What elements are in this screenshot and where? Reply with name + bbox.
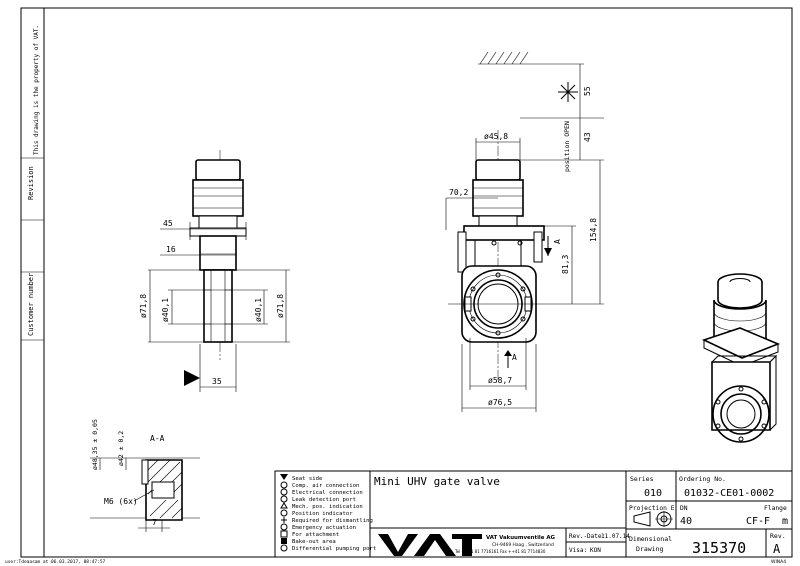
attachment-icon [280, 530, 288, 538]
projection-symbol-icon [633, 511, 673, 527]
section-arrow-bottom-icon [504, 350, 512, 356]
dim-7: 7 [152, 518, 157, 527]
vat-logo [378, 534, 482, 556]
leak-detection-icon [280, 495, 288, 503]
dim-71-8-left: ø71,8 [139, 294, 148, 318]
dismantling-icon [281, 517, 287, 523]
seat-side-icon [280, 474, 288, 480]
legend-item-4: Mech. pos. indication [292, 504, 363, 510]
dim-71-8-right: ø71,8 [276, 294, 285, 318]
side-view [189, 150, 247, 360]
dim-70-2: 70,2 [449, 188, 468, 197]
legend-item-3: Leak detection port [292, 497, 356, 503]
dim-40-1-left: ø40,1 [161, 298, 170, 322]
bake-out-icon [281, 538, 287, 544]
legend-item-0: Seat side [292, 476, 323, 482]
company-name: VAT Vakuumventile AG [486, 535, 555, 541]
legend-item-1: Comp. air connection [292, 483, 359, 489]
format-code: WINA4 [771, 559, 786, 565]
flange-label: Flange [764, 505, 787, 512]
drawing-number: 315370 [692, 539, 746, 557]
dim-58-7: ø58,7 [488, 376, 512, 385]
section-a-a: A-A ø48,35 ± 0,05 ø42 ± 0,2 M6 (6x) 7 [90, 419, 200, 532]
doc-type-line-1: Dimensional [629, 535, 672, 543]
legend-item-9: Bake-out area [292, 539, 336, 545]
electrical-icon [280, 488, 288, 496]
front-view-dimensions: ø45,8 70,2 ø58,7 ø76,5 55 position OPEN … [445, 63, 604, 412]
dim-40-1-right: ø40,1 [254, 298, 263, 322]
title-block: Seat side Comp. air connection Electrica… [274, 470, 793, 565]
flange-unit: m [782, 516, 788, 527]
rev-date-label: Rev.-Date: [569, 533, 605, 540]
dim-81-3: 81,3 [561, 255, 570, 274]
series-value: 010 [644, 488, 662, 499]
rev-date-value: 11.07.14 [601, 533, 630, 540]
differential-pumping-icon [280, 544, 288, 552]
dim-55: 55 [583, 86, 592, 96]
rev-label: Rev. [770, 532, 786, 540]
visa-label: Visa: [569, 547, 587, 554]
asterisk-icon [558, 82, 578, 102]
doc-type-line-2: Drawing [636, 545, 663, 553]
rev-value: A [773, 542, 781, 556]
dim-76-5: ø76,5 [488, 398, 512, 407]
position-indicator-icon [280, 509, 288, 517]
legend-item-7: Emergency actuation [292, 525, 356, 531]
dim-m6: M6 (6x) [104, 497, 138, 506]
drawing-title: Mini UHV gate valve [374, 475, 500, 488]
user-stamp: user:Tdeaasam at 06.03.2017, 08:47:57 [5, 559, 106, 565]
dim-45: 45 [163, 219, 173, 228]
legend-item-8: For attachment [292, 532, 339, 538]
property-note: This drawing is the property of VAT. [33, 25, 40, 155]
dim-35: 35 [212, 377, 222, 386]
visa-value: KON [590, 547, 601, 554]
flange-value: CF-F [746, 516, 770, 527]
dim-43: 43 [583, 132, 592, 142]
customer-number-label: Customer number [27, 273, 35, 336]
mech-pos-icon [280, 502, 288, 509]
ordering-value: 01032-CE01-0002 [684, 488, 774, 499]
isometric-view [701, 273, 781, 443]
dim-16: 16 [166, 245, 176, 254]
dim-42: ø42 ± 0,2 [117, 431, 125, 466]
legend-item-10: Differential pumping port [292, 546, 376, 552]
company-address: CH-9469 Haag , Switzerland [492, 542, 554, 548]
legend-item-6: Required for dismantling [292, 518, 373, 524]
comp-air-icon [280, 481, 288, 489]
section-mark-a-bottom: A [512, 353, 517, 362]
dn-value: 40 [680, 516, 692, 527]
dn-label: DN [680, 505, 688, 512]
side-view-dimensions: 45 16 ø71,8 ø40,1 ø40,1 ø71,8 35 [139, 219, 290, 392]
position-open-label: position OPEN [563, 121, 571, 172]
seat-side-marker-icon [184, 370, 200, 386]
ordering-label: Ordering No. [679, 475, 726, 483]
legend: Seat side Comp. air connection Electrica… [280, 474, 376, 552]
series-label: Series [630, 475, 654, 483]
legend-item-2: Electrical connection [292, 490, 363, 496]
company-phone: Tel ++41 81 7716161 Fax ++41 81 7714830 [454, 549, 546, 554]
emergency-icon [280, 523, 288, 531]
front-view [448, 51, 578, 380]
revision-label: Revision [27, 166, 35, 200]
section-title: A-A [150, 434, 165, 443]
projection-label: Projection E [629, 505, 675, 512]
dim-45-8: ø45,8 [484, 132, 508, 141]
dim-48-35: ø48,35 ± 0,05 [91, 419, 99, 470]
section-mark-a-top: A [553, 239, 562, 244]
legend-item-5: Position indicator [292, 511, 353, 517]
dim-154-8: 154,8 [589, 218, 598, 242]
section-arrow-top-icon [544, 248, 552, 256]
